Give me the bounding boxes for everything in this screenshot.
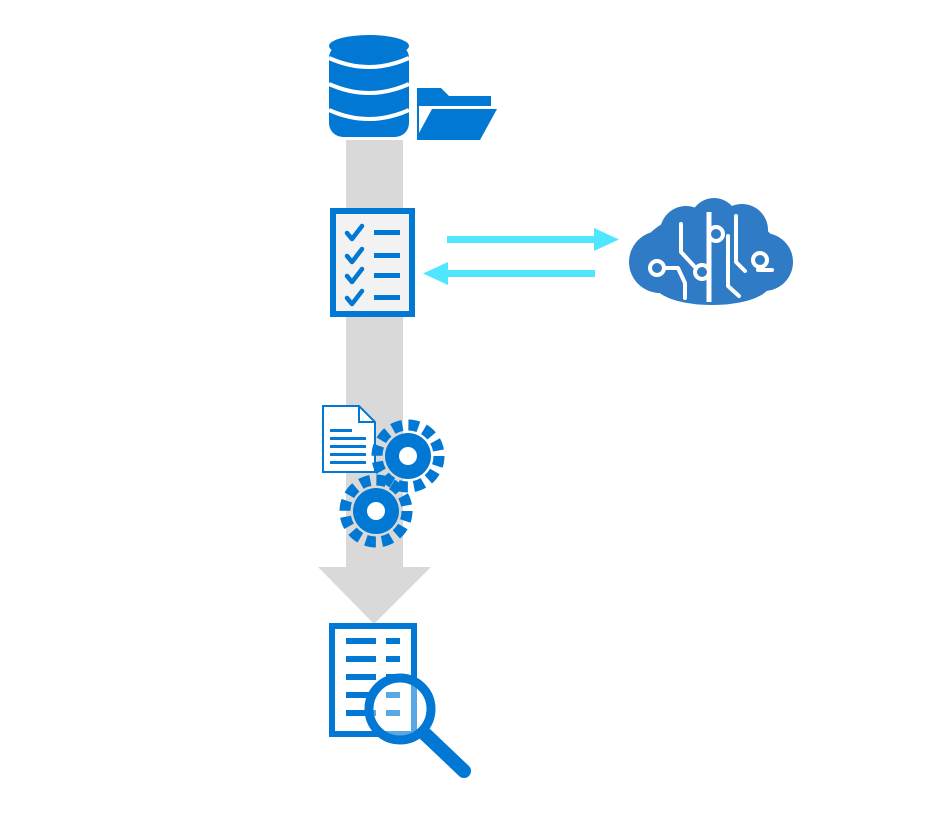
database-icon: [328, 35, 410, 137]
arrow-from-ai-service: [423, 262, 595, 285]
arrow-to-ai-service: [447, 228, 619, 251]
folder-icon: [417, 88, 497, 140]
brain-circuit-icon: [629, 198, 793, 305]
document-icon: [322, 405, 376, 473]
gear-icon: [371, 419, 445, 493]
checklist-icon: [330, 208, 415, 317]
pipeline-arrowhead: [318, 567, 431, 624]
gear-icon: [339, 474, 413, 548]
magnifier-icon: [364, 673, 471, 778]
